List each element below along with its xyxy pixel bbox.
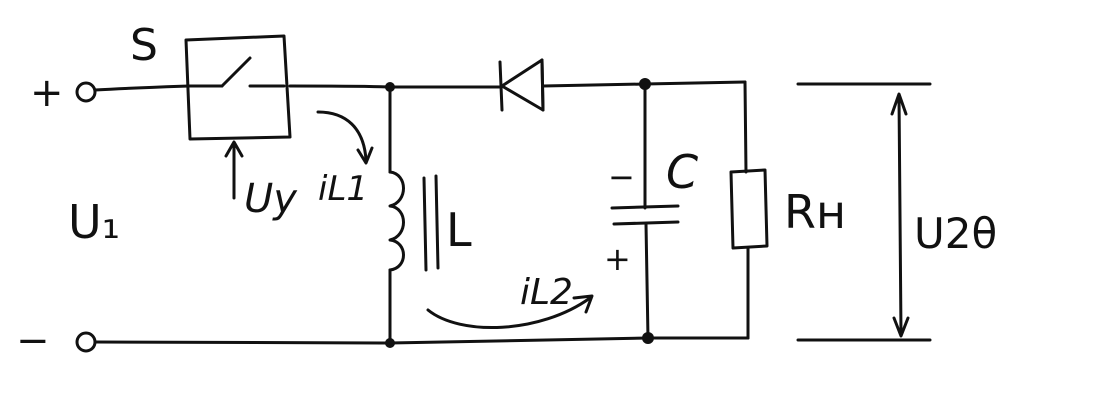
junction-dot-cap-top — [639, 78, 651, 90]
junction-dot-inductor-top — [385, 82, 395, 92]
output-voltage-arrow — [897, 94, 903, 336]
inductor-core-line-1 — [422, 176, 428, 272]
current-arrow-il1-head — [356, 146, 374, 165]
junction-dot-cap-bottom — [642, 332, 654, 344]
load-resistor-body — [729, 168, 769, 250]
wire-top-input — [93, 84, 190, 92]
wire-cap-bottom — [644, 222, 650, 340]
wire-load-top — [743, 80, 748, 174]
inductor-coils — [388, 170, 405, 272]
label-inductor: L — [446, 203, 472, 257]
label-output-voltage: U2θ — [914, 209, 997, 258]
input-minus-terminal — [75, 331, 97, 353]
control-arrow-head — [224, 140, 244, 158]
diode-triangle — [500, 58, 545, 112]
wire-bottom-rail — [93, 336, 750, 345]
label-input-voltage: U₁ — [68, 195, 120, 249]
label-load: Rн — [784, 185, 846, 239]
label-inductor-current-2: iL2 — [520, 272, 573, 313]
label-inductor-current-1: iL1 — [318, 169, 368, 209]
label-cap-plus: + — [604, 240, 631, 278]
label-control-voltage: Uy — [244, 176, 298, 222]
output-voltage-arrow-head-top — [890, 92, 908, 116]
label-cap-minus: − — [608, 158, 635, 196]
label-input-plus: + — [30, 70, 64, 116]
output-voltage-arrow-head-bottom — [892, 316, 910, 338]
current-arrow-il2-head — [572, 294, 594, 314]
switch-box — [184, 34, 292, 141]
current-arrow-il1 — [316, 110, 368, 162]
cap-plate-top — [610, 204, 680, 210]
label-capacitor: C — [666, 145, 698, 199]
label-input-minus: − — [16, 318, 50, 364]
switch-blade — [220, 56, 252, 88]
input-plus-terminal — [75, 81, 97, 103]
label-switch: S — [130, 20, 158, 71]
wire-top-switch-out — [288, 84, 392, 89]
wire-top-to-load — [643, 80, 747, 86]
inductor-core-line-2 — [434, 174, 440, 270]
current-arrow-il2 — [426, 296, 592, 330]
wire-top-diode-out — [541, 82, 647, 88]
junction-dot-inductor-bottom — [385, 338, 395, 348]
